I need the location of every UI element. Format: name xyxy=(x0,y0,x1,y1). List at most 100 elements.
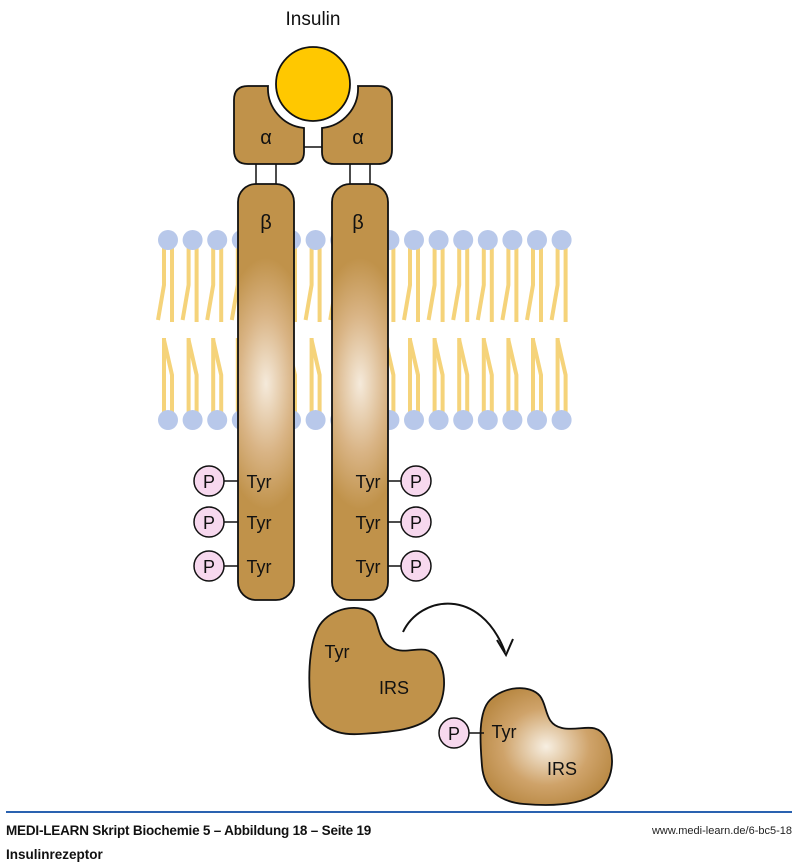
lipid-tail xyxy=(500,240,511,321)
lipid-pair xyxy=(475,230,498,430)
irs-phosphate-circle xyxy=(438,717,470,749)
lipid-tail xyxy=(475,240,486,321)
tyr-label: Tyr xyxy=(247,557,272,577)
phosphate-label: P xyxy=(203,557,215,577)
lipid-head xyxy=(182,230,203,250)
left-phosphotyrosine: P Tyr xyxy=(193,550,272,582)
footer-subtitle: Insulinrezeptor xyxy=(6,847,103,862)
lipid-pair xyxy=(549,230,572,430)
lipid-tail xyxy=(180,240,191,321)
irs-protein-phosphorylated xyxy=(479,687,613,806)
lipid-tail xyxy=(555,339,568,420)
lipid-head xyxy=(527,410,547,430)
right-phosphotyrosine: P Tyr xyxy=(356,550,432,582)
lipid-tail xyxy=(457,339,470,420)
lipid-tail xyxy=(211,339,224,420)
alpha-label-left: α xyxy=(260,127,272,149)
alpha-beta-linkers xyxy=(255,146,371,187)
lipid-tail xyxy=(303,240,314,321)
alpha-label-right: α xyxy=(352,127,364,149)
beta-label-right: β xyxy=(352,212,364,234)
lipid-tail xyxy=(205,240,216,321)
irs-tyr-label: Tyr xyxy=(325,642,350,662)
lipid-tail xyxy=(156,240,166,321)
lipid-tail xyxy=(426,240,437,321)
insulin-molecule xyxy=(275,46,351,122)
irs-protein-unphosphorylated xyxy=(308,607,445,735)
lipid-tail xyxy=(229,240,240,321)
lipid-head xyxy=(305,230,326,250)
footer-title: MEDI-LEARN Skript Biochemie 5 – Abbildun… xyxy=(6,823,372,838)
tyr-label: Tyr xyxy=(247,472,272,492)
tyr-label: Tyr xyxy=(356,472,381,492)
lipid-head xyxy=(477,230,498,250)
lipid-head xyxy=(428,230,449,250)
irs-p-tyr-label: Tyr xyxy=(492,722,517,742)
irs-label: IRS xyxy=(379,678,409,698)
lipid-tail xyxy=(309,339,322,420)
lipid-pair xyxy=(303,230,326,430)
irs-phosphate-label: P xyxy=(448,724,460,744)
phosphate-label: P xyxy=(203,472,215,492)
irs-p-label: IRS xyxy=(547,759,577,779)
lipid-tail xyxy=(531,339,543,420)
lipid-head xyxy=(207,410,228,430)
lipid-tail xyxy=(162,339,174,420)
lipid-head xyxy=(404,230,424,250)
lipid-head xyxy=(207,230,228,250)
lipid-tail xyxy=(408,339,420,420)
lipid-pair xyxy=(402,230,424,430)
footer-url: www.medi-learn.de/6-bc5-18 xyxy=(651,825,792,837)
left-phosphotyrosine: P Tyr xyxy=(193,506,272,538)
phosphate-label: P xyxy=(203,513,215,533)
arrow-head-icon xyxy=(496,638,514,658)
tyr-label: Tyr xyxy=(247,513,272,533)
lipid-tail xyxy=(481,339,494,420)
lipid-tail xyxy=(186,339,199,420)
lipid-tail xyxy=(402,240,412,321)
lipid-pair xyxy=(525,230,547,430)
lipid-head xyxy=(158,230,178,250)
phosphorylation-arrow xyxy=(402,602,506,653)
lipid-tail xyxy=(506,339,519,420)
tyr-label: Tyr xyxy=(356,557,381,577)
lipid-head xyxy=(453,410,474,430)
lipid-head xyxy=(502,410,523,430)
phosphate-label: P xyxy=(410,513,422,533)
lipid-pair xyxy=(180,230,203,430)
lipid-pair xyxy=(451,230,474,430)
lipid-tail xyxy=(451,240,462,321)
lipid-pair xyxy=(205,230,228,430)
alpha-subunit-left xyxy=(233,85,305,165)
phosphate-label: P xyxy=(410,472,422,492)
lipid-head xyxy=(182,410,203,430)
lipid-head xyxy=(477,410,498,430)
footer-divider xyxy=(6,811,792,813)
lipid-tail xyxy=(525,240,535,321)
lipid-head xyxy=(158,410,178,430)
lipid-head xyxy=(551,230,572,250)
lipid-pair xyxy=(500,230,523,430)
left-phosphotyrosine: P Tyr xyxy=(193,465,272,497)
lipid-head xyxy=(502,230,523,250)
lipid-pair xyxy=(426,230,449,430)
lipid-pair xyxy=(156,230,178,430)
lipid-head xyxy=(453,230,474,250)
tyr-label: Tyr xyxy=(356,513,381,533)
phosphate-label: P xyxy=(410,557,422,577)
lipid-head xyxy=(527,230,547,250)
beta-subunit-right xyxy=(331,183,389,601)
alpha-subunit-right xyxy=(321,85,393,165)
lipid-head xyxy=(404,410,424,430)
lipid-head xyxy=(305,410,326,430)
right-phosphotyrosine: P Tyr xyxy=(356,506,432,538)
lipid-tail xyxy=(549,240,560,321)
insulin-label: Insulin xyxy=(286,9,341,30)
right-phosphotyrosine: P Tyr xyxy=(356,465,432,497)
lipid-tail xyxy=(432,339,445,420)
lipid-head xyxy=(551,410,572,430)
beta-subunit-left xyxy=(237,183,295,601)
lipid-head xyxy=(428,410,449,430)
